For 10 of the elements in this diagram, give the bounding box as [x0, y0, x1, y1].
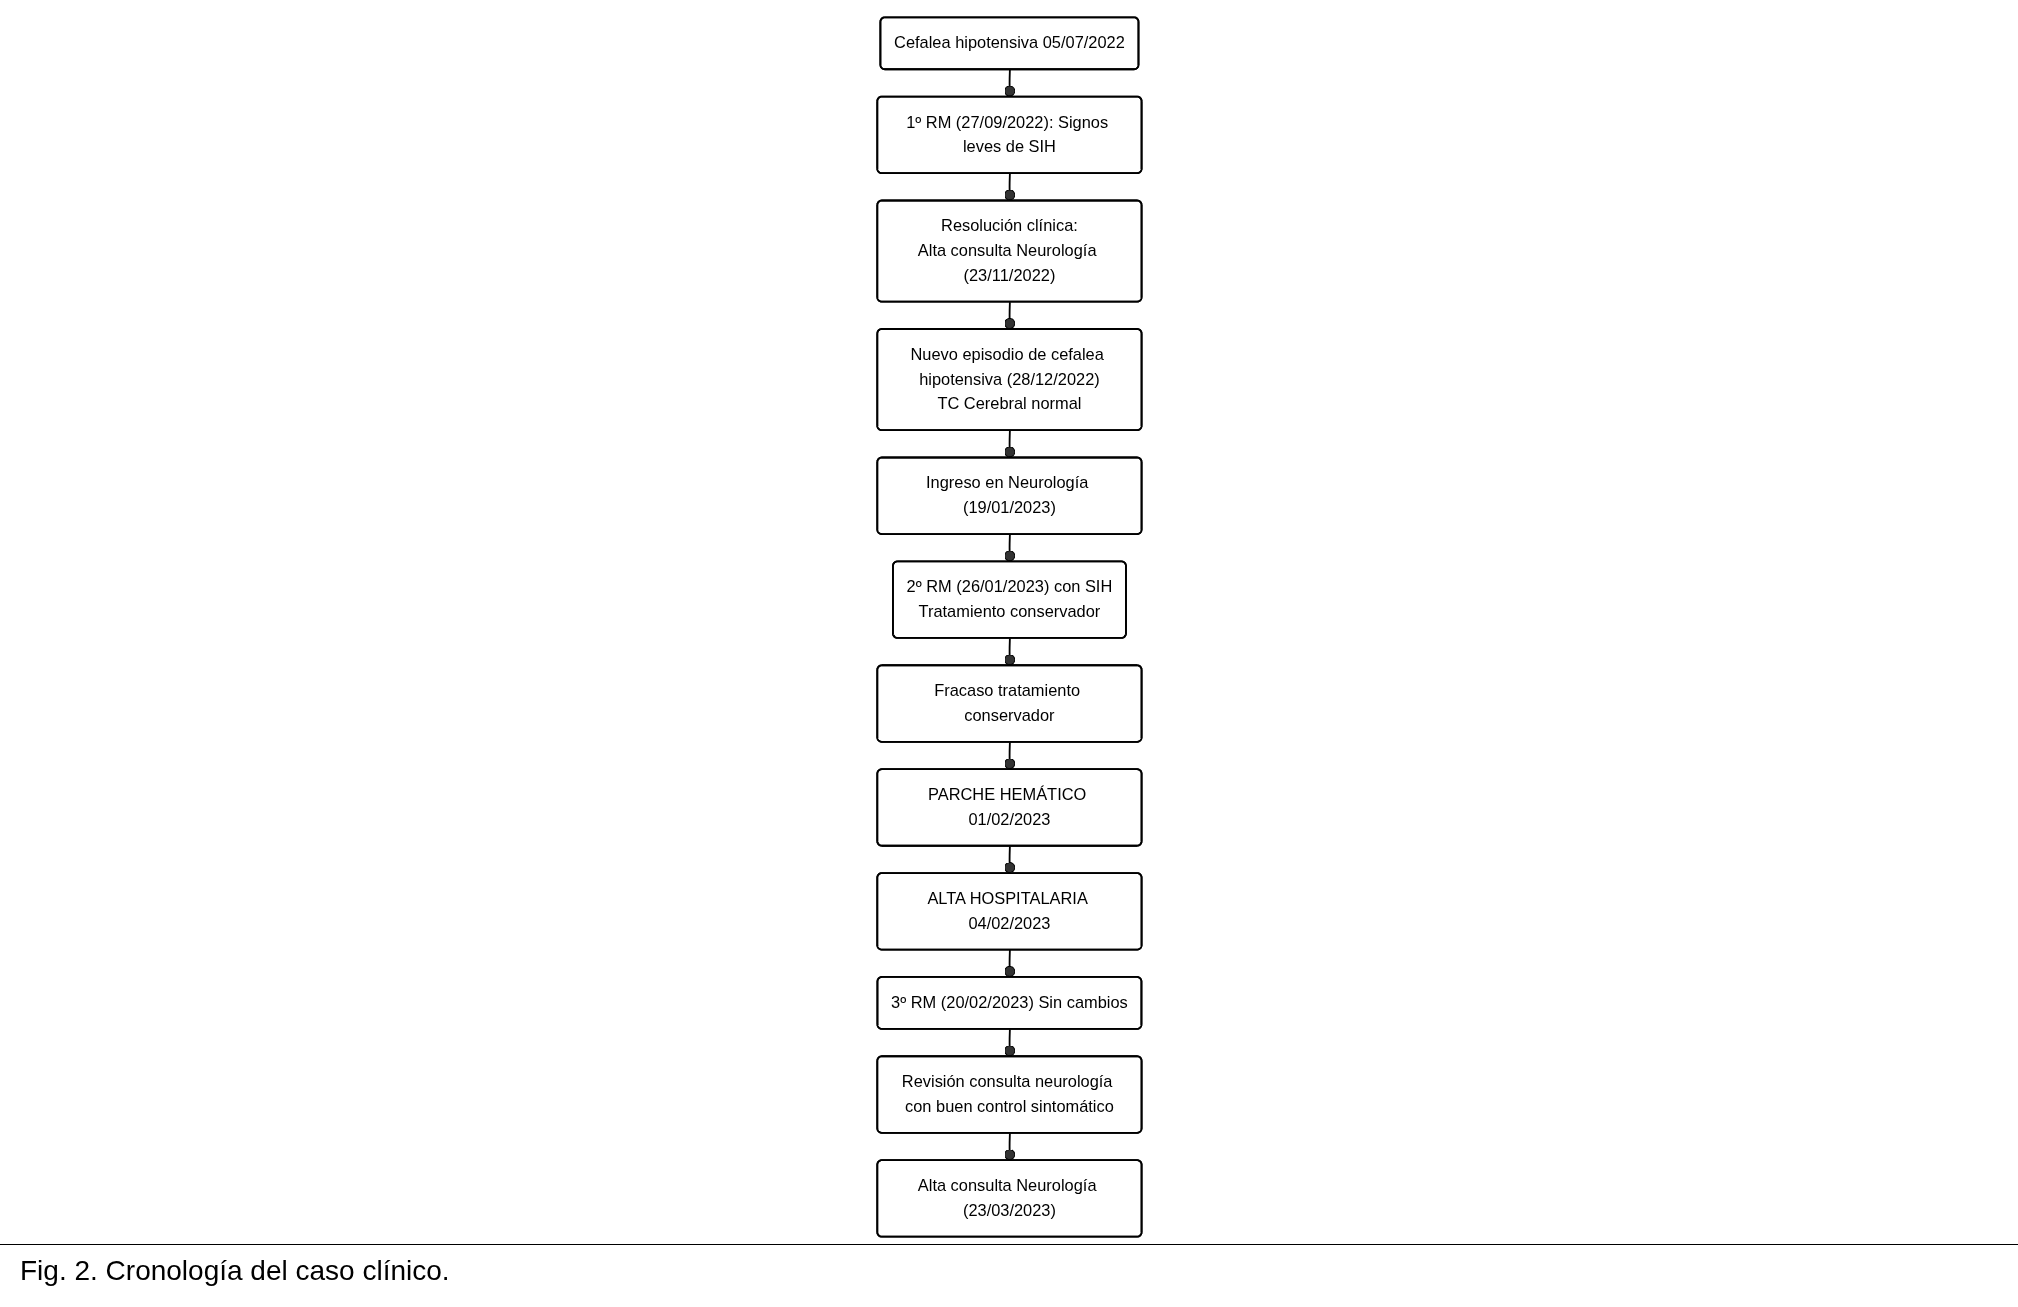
figure-caption: Fig. 2. Cronología del caso clínico. [20, 1255, 450, 1286]
connector [1003, 1028, 1015, 1058]
connector [1003, 845, 1015, 875]
connector [1003, 429, 1015, 459]
connector [1003, 637, 1015, 667]
connector [1003, 68, 1015, 98]
connector [1003, 172, 1015, 202]
connector [1003, 1132, 1015, 1162]
connector [1003, 533, 1015, 563]
connector [1003, 741, 1015, 771]
